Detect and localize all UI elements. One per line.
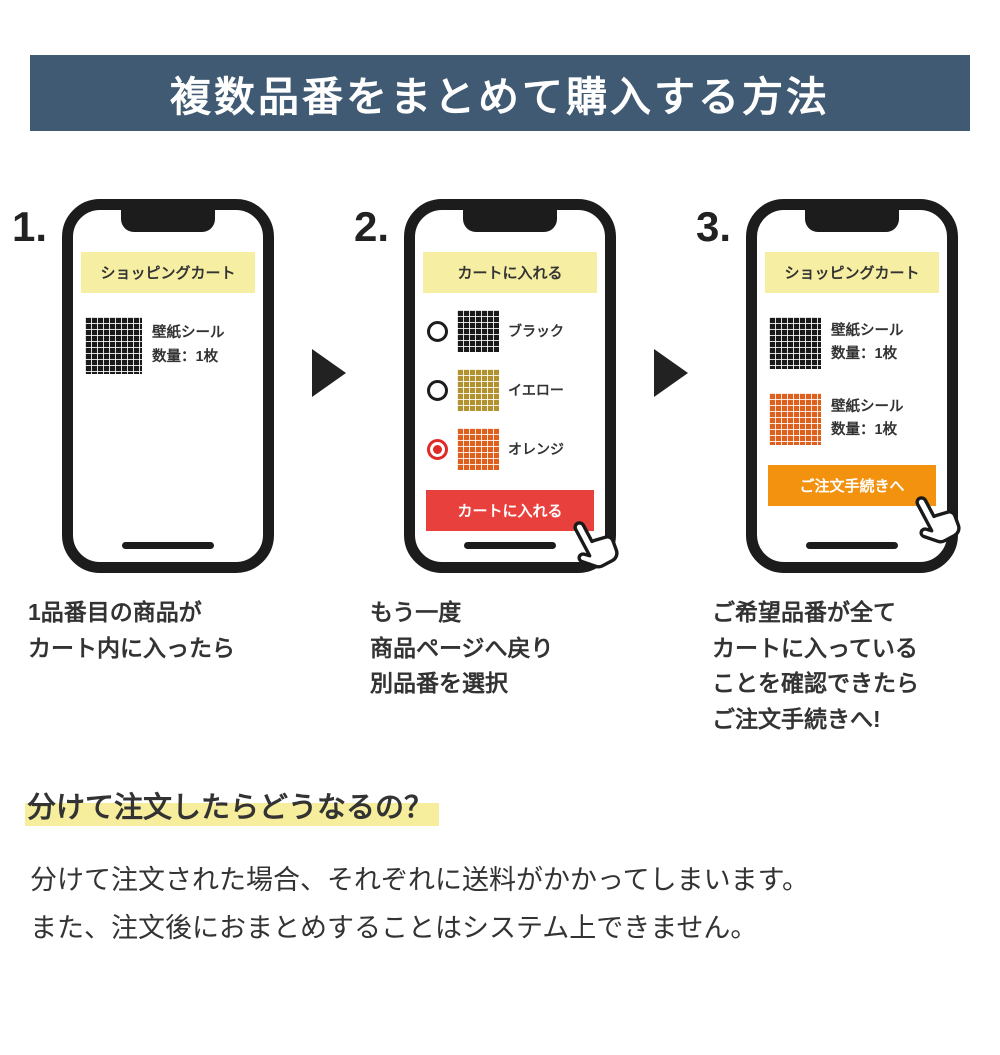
step-2-top: 2. カートに入れる ブラック イエロー bbox=[354, 199, 646, 573]
checkout-button: ご注文手続きへ bbox=[768, 465, 961, 544]
color-option-orange: オレンジ bbox=[427, 428, 593, 470]
option-label-orange: オレンジ bbox=[508, 441, 564, 457]
cart-item-1: 壁紙シール 数量：1枚 bbox=[769, 317, 935, 369]
option-label-black: ブラック bbox=[508, 323, 564, 339]
phone-home-indicator bbox=[464, 542, 556, 549]
arrow-right-icon bbox=[654, 349, 688, 397]
phone-notch bbox=[463, 209, 557, 232]
steps-row: 1. ショッピングカート 壁紙シール 数量：1枚 1品番目の商品が カート内に入… bbox=[0, 199, 1000, 738]
product-qty: 数量：1枚 bbox=[831, 422, 898, 438]
cart-header-3: ショッピングカート bbox=[765, 252, 939, 293]
radio-unselected-icon bbox=[427, 320, 448, 342]
product-info: 壁紙シール 数量：1枚 bbox=[152, 322, 225, 368]
title-banner: 複数品番をまとめて購入する方法 bbox=[30, 55, 970, 131]
phone-mockup-1: ショッピングカート 壁紙シール 数量：1枚 bbox=[62, 199, 274, 573]
step-2: 2. カートに入れる ブラック イエロー bbox=[354, 199, 646, 702]
hand-cursor-icon bbox=[915, 496, 961, 544]
phone-home-indicator bbox=[122, 542, 214, 549]
add-to-cart-button-label: カートに入れる bbox=[457, 503, 563, 520]
faq-heading-wrap: 分けて注文したらどうなるの？ bbox=[25, 784, 440, 826]
step-1-top: 1. ショッピングカート 壁紙シール 数量：1枚 bbox=[12, 199, 304, 573]
checkout-button-label: ご注文手続きへ bbox=[799, 478, 905, 495]
phone-mockup-2: カートに入れる ブラック イエロー オレンジ bbox=[404, 199, 619, 573]
faq-section: 分けて注文したらどうなるの？ 分けて注文された場合、それぞれに送料がかかってしま… bbox=[25, 784, 1000, 953]
product-info: 壁紙シール 数量：1枚 bbox=[831, 320, 904, 366]
option-label-yellow: イエロー bbox=[508, 382, 564, 398]
cart-item: 壁紙シール 数量：1枚 bbox=[85, 317, 251, 374]
product-qty: 数量：1枚 bbox=[152, 348, 219, 365]
swatch-black bbox=[457, 310, 499, 352]
add-to-cart-button: カートに入れる bbox=[426, 490, 619, 569]
step-1-number: 1. bbox=[12, 203, 48, 250]
swatch-yellow bbox=[457, 369, 499, 411]
step-2-caption: もう一度 商品ページへ戻り 別品番を選択 bbox=[370, 599, 554, 697]
radio-selected-icon bbox=[427, 438, 448, 460]
product-name: 壁紙シール bbox=[831, 322, 904, 339]
color-option-yellow: イエロー bbox=[427, 369, 593, 411]
step-1-caption: 1品番目の商品が カート内に入ったら bbox=[28, 599, 235, 661]
page-title: 複数品番をまとめて購入する方法 bbox=[170, 74, 830, 120]
product-qty: 数量：1枚 bbox=[831, 346, 898, 362]
phone-notch bbox=[805, 209, 899, 232]
product-name: 壁紙シール bbox=[831, 398, 904, 415]
product-swatch-orange bbox=[769, 393, 821, 445]
product-name: 壁紙シール bbox=[152, 325, 225, 342]
step-3-top: 3. ショッピングカート 壁紙シール 数量：1枚 壁紙シ bbox=[696, 199, 988, 573]
step-3: 3. ショッピングカート 壁紙シール 数量：1枚 壁紙シ bbox=[696, 199, 988, 738]
arrow-right-icon bbox=[312, 349, 346, 397]
phone-mockup-3: ショッピングカート 壁紙シール 数量：1枚 壁紙シール 数量：1枚 bbox=[746, 199, 961, 573]
radio-unselected-icon bbox=[427, 379, 448, 401]
hand-cursor-icon bbox=[573, 521, 619, 569]
step-2-number: 2. bbox=[354, 203, 390, 250]
cart-header-1: ショッピングカート bbox=[81, 252, 255, 293]
faq-heading: 分けて注文したらどうなるの？ bbox=[25, 791, 440, 826]
phone-home-indicator bbox=[806, 542, 898, 549]
phone-notch bbox=[121, 209, 215, 232]
product-info: 壁紙シール 数量：1枚 bbox=[831, 396, 904, 442]
step-1: 1. ショッピングカート 壁紙シール 数量：1枚 1品番目の商品が カート内に入… bbox=[12, 199, 304, 666]
cart-item-2: 壁紙シール 数量：1枚 bbox=[769, 393, 935, 445]
color-option-black: ブラック bbox=[427, 310, 593, 352]
how-to-buy-infographic: 複数品番をまとめて購入する方法 1. ショッピングカート 壁紙シール 数量：1枚 bbox=[0, 55, 1000, 953]
step-3-caption: ご希望品番が全て カートに入っている ことを確認できたら ご注文手続きへ! bbox=[712, 599, 919, 732]
add-to-cart-header: カートに入れる bbox=[423, 252, 597, 293]
step-3-number: 3. bbox=[696, 203, 732, 250]
product-swatch-black bbox=[85, 317, 142, 374]
swatch-orange bbox=[457, 428, 499, 470]
product-swatch-black bbox=[769, 317, 821, 369]
faq-body: 分けて注文された場合、それぞれに送料がかかってしまいます。 また、注文後におまと… bbox=[30, 864, 809, 944]
